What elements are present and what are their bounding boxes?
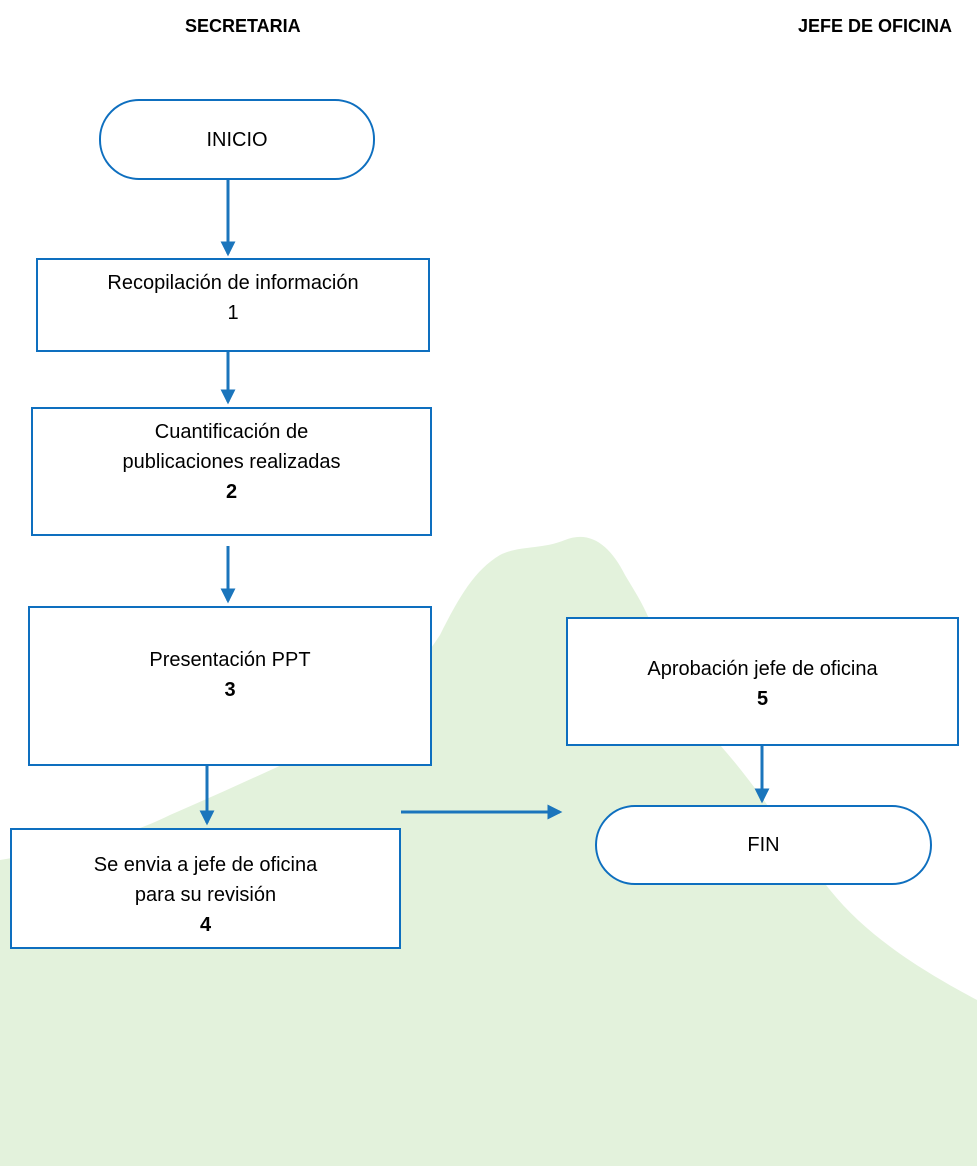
step-4-number: 4 — [199, 914, 212, 936]
lane-header-jefe-de-oficina: JEFE DE OFICINA — [798, 16, 953, 36]
end-terminal: FIN — [595, 805, 932, 885]
step-2-box: Cuantificación de publicaciones realizad… — [31, 407, 432, 536]
end-label: FIN — [747, 834, 780, 856]
step-3-number: 3 — [224, 679, 236, 701]
lane-header-secretaria: SECRETARIA — [185, 16, 301, 36]
step-1-box: Recopilación de información 1 — [36, 258, 430, 352]
step-2-number: 2 — [225, 481, 238, 503]
step-4-text-line2: para su revisión — [134, 884, 277, 906]
step-5-box: Aprobación jefe de oficina 5 — [566, 617, 959, 746]
step-1-text: Recopilación de información — [107, 272, 359, 294]
step-5-text: Aprobación jefe de oficina — [647, 658, 878, 680]
step-4-box: Se envia a jefe de oficina para su revis… — [10, 828, 401, 949]
start-terminal: INICIO — [99, 99, 375, 180]
start-label: INICIO — [206, 128, 268, 151]
step-3-box: Presentación PPT 3 — [28, 606, 432, 766]
step-3-text: Presentación PPT — [149, 649, 311, 671]
watermark-shape — [0, 536, 977, 1166]
step-1-number: 1 — [227, 302, 239, 324]
step-2-text-line2: publicaciones realizadas — [122, 451, 341, 473]
step-5-number: 5 — [756, 688, 769, 710]
step-2-text-line1: Cuantificación de — [154, 421, 309, 443]
step-4-text-line1: Se envia a jefe de oficina — [93, 854, 318, 876]
